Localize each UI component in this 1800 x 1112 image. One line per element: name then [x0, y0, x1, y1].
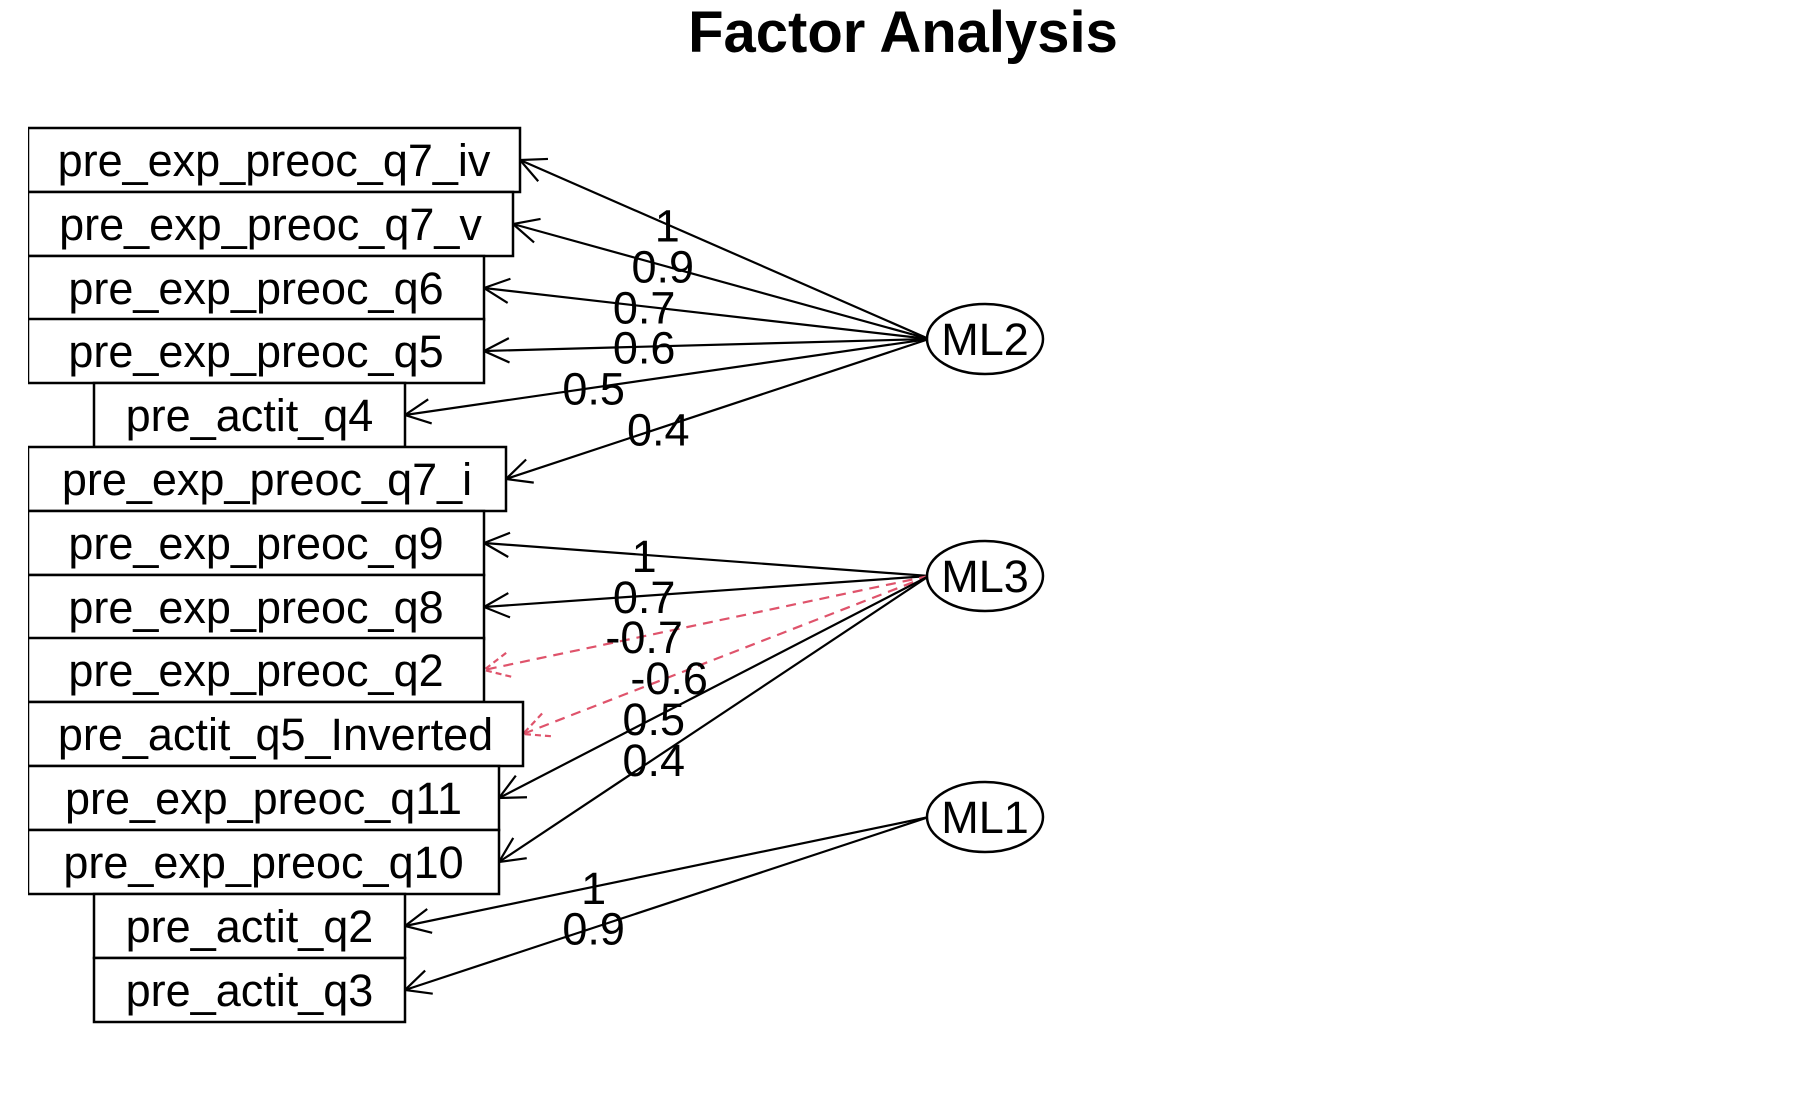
- loading-line: [522, 574, 930, 736]
- loading-label: 1: [655, 200, 680, 251]
- loading-edge-ml3-pre-actit-q5-inverted: [520, 574, 930, 738]
- factor-label: ML1: [941, 792, 1029, 843]
- variable-box-pre-exp-preoc-q2: pre_exp_preoc_q2: [26, 636, 486, 704]
- variable-label: pre_exp_preoc_q10: [63, 837, 463, 888]
- loading-line: [498, 575, 930, 863]
- variable-label: pre_exp_preoc_q9: [68, 518, 443, 569]
- loading-edge-ml2-pre-exp-preoc-q7-v: [510, 217, 930, 341]
- loading-label: 0.4: [627, 405, 690, 456]
- loading-edge-ml2-pre-exp-preoc-q5: [481, 337, 930, 364]
- variable-box-pre-actit-q3: pre_actit_q3: [92, 956, 407, 1024]
- loading-line: [512, 222, 930, 341]
- variable-label: pre_exp_preoc_q2: [68, 645, 443, 696]
- variable-box-outline: [26, 254, 486, 322]
- variable-box-outline: [92, 956, 407, 1024]
- factor-label: ML2: [941, 314, 1029, 365]
- variable-label: pre_exp_preoc_q6: [68, 263, 443, 314]
- left-margin-mask: [0, 90, 28, 1050]
- loading-line: [498, 575, 930, 799]
- variable-box-pre-actit-q4: pre_actit_q4: [92, 381, 407, 449]
- variable-box-outline: [26, 317, 486, 385]
- loading-label: 1: [581, 863, 606, 914]
- loading-edge-ml2-pre-exp-preoc-q7-iv: [517, 157, 930, 341]
- loading-line: [519, 158, 930, 341]
- loading-line: [483, 337, 930, 353]
- loading-label: 0.5: [562, 364, 625, 415]
- variable-label: pre_exp_preoc_q7_i: [62, 454, 472, 505]
- variable-label: pre_actit_q3: [126, 965, 374, 1016]
- variable-box-pre-exp-preoc-q9: pre_exp_preoc_q9: [26, 509, 486, 577]
- variable-box-outline: [26, 828, 501, 896]
- factor-ellipse: [925, 539, 1045, 613]
- loading-edges: [402, 157, 930, 995]
- variable-label: pre_exp_preoc_q5: [68, 326, 443, 377]
- variable-box-outline: [26, 445, 508, 513]
- variable-label: pre_actit_q5_Inverted: [58, 709, 493, 760]
- loading-label: 0.7: [613, 572, 676, 623]
- factor-ellipse: [925, 780, 1045, 854]
- variable-box-outline: [26, 573, 486, 641]
- loading-edge-ml3-pre-exp-preoc-q11: [496, 575, 930, 800]
- variable-label: pre_actit_q4: [126, 390, 374, 441]
- loading-label: 0.6: [613, 323, 676, 374]
- factor-node-ml1: ML1: [925, 780, 1045, 854]
- loading-label: 1: [632, 531, 657, 582]
- variable-box-outline: [26, 700, 525, 768]
- loading-line: [483, 541, 930, 578]
- variable-box-pre-exp-preoc-q7-i: pre_exp_preoc_q7_i: [26, 445, 508, 513]
- loading-line: [483, 574, 930, 609]
- factor-node-ml2: ML2: [925, 302, 1045, 376]
- variable-label: pre_exp_preoc_q7_v: [59, 199, 482, 250]
- variable-box-outline: [92, 381, 407, 449]
- diagram-title: Factor Analysis: [688, 0, 1118, 65]
- loading-line: [404, 337, 930, 417]
- loading-line: [404, 815, 930, 928]
- variable-label: pre_exp_preoc_q8: [68, 582, 443, 633]
- loading-line: [404, 815, 930, 992]
- variable-box-outline: [26, 509, 486, 577]
- loading-labels: 10.90.70.60.50.410.7-0.7-0.60.50.410.9: [562, 200, 708, 954]
- variable-box-pre-actit-q2: pre_actit_q2: [92, 892, 407, 960]
- loading-label: 0.9: [562, 904, 625, 955]
- loading-line: [483, 286, 930, 341]
- loading-edge-ml3-pre-exp-preoc-q2: [481, 574, 930, 678]
- variable-box-pre-exp-preoc-q7-iv: pre_exp_preoc_q7_iv: [26, 126, 522, 194]
- variable-label: pre_actit_q2: [126, 901, 374, 952]
- variable-box-pre-exp-preoc-q8: pre_exp_preoc_q8: [26, 573, 486, 641]
- variable-box-pre-actit-q5-inverted: pre_actit_q5_Inverted: [26, 700, 525, 768]
- loading-line: [483, 574, 930, 672]
- loading-edge-ml3-pre-exp-preoc-q9: [481, 531, 930, 578]
- factor-label: ML3: [941, 551, 1029, 602]
- loading-label: 0.4: [623, 735, 686, 786]
- variable-box-pre-exp-preoc-q5: pre_exp_preoc_q5: [26, 317, 486, 385]
- variable-box-pre-exp-preoc-q10: pre_exp_preoc_q10: [26, 828, 501, 896]
- loading-label: 0.9: [631, 241, 694, 292]
- variable-box-pre-exp-preoc-q11: pre_exp_preoc_q11: [26, 764, 501, 832]
- variable-label: pre_exp_preoc_q11: [65, 773, 462, 824]
- loading-line: [505, 337, 930, 481]
- variable-box-pre-exp-preoc-q7-v: pre_exp_preoc_q7_v: [26, 190, 515, 258]
- variable-label: pre_exp_preoc_q7_iv: [58, 135, 491, 186]
- variable-boxes: pre_exp_preoc_q7_iv pre_exp_preoc_q7_vpre…: [0, 90, 525, 1050]
- loading-label: -0.7: [605, 612, 683, 663]
- loading-label: -0.6: [630, 653, 708, 704]
- loading-label: 0.5: [623, 694, 686, 745]
- variable-box-pre-exp-preoc-q6: pre_exp_preoc_q6: [26, 254, 486, 322]
- factor-node-ml3: ML3: [925, 539, 1045, 613]
- loading-label: 0.7: [613, 282, 676, 333]
- factor-ellipse: [925, 302, 1045, 376]
